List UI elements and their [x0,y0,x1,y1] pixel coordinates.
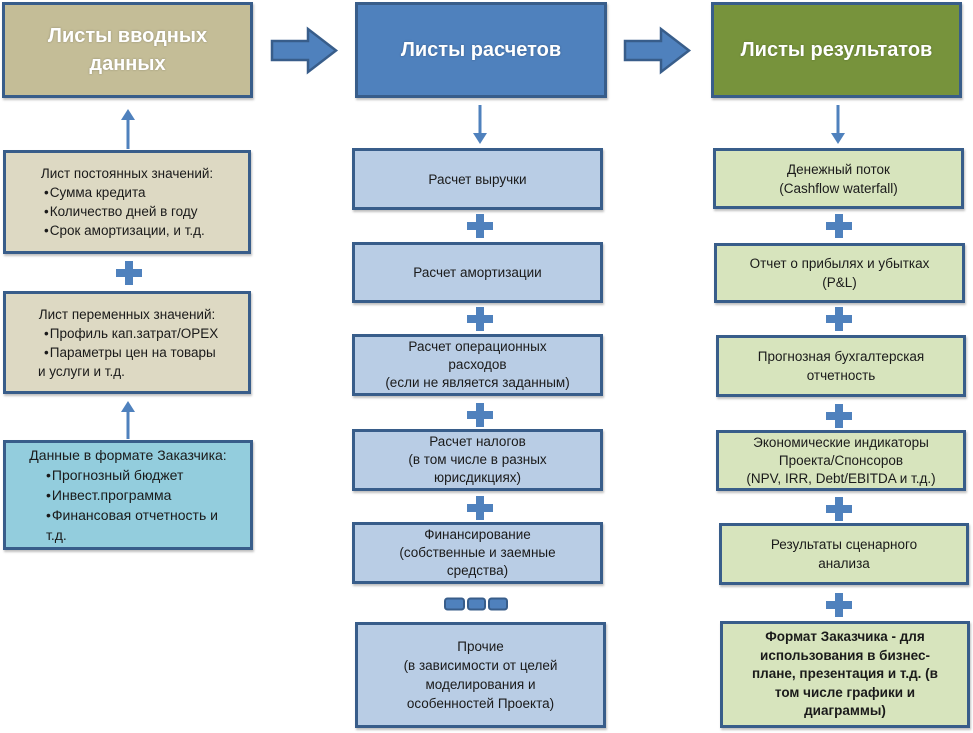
result-forecast-accounting-line-2: отчетность [806,368,876,383]
up-arrow-icon [121,401,135,439]
calc-taxes-line-2: (в том числе в разных [408,452,547,467]
calc-depreciation-label: Расчет амортизации [413,265,542,280]
variables-sheet-title: Лист переменных значений: [38,306,216,322]
calc-taxes-line-3: юрисдикциях) [433,470,522,485]
calc-financing-line-3: средства) [446,563,509,578]
plus-icon [826,214,852,238]
client-data-list-continuation: т.д. [46,527,67,543]
calc-sheets-header-label: Листы расчетов [400,39,562,61]
client-data-box: Данные в формате Заказчика: Прогнозный б… [3,440,253,550]
right-arrow-icon [623,26,692,75]
variables-list: Профиль кап.затрат/OPEX Параметры цен на… [6,324,219,362]
plus-icon [826,593,852,617]
list-item: Инвест.программа [46,485,218,505]
result-client-format-line-3: плане, презентация и т.д. (в [752,666,938,682]
result-economic-indicators-line-2: Проекта/Спонсоров [778,452,904,468]
calc-opex-box: Расчет операционных расходов (если не яв… [352,334,603,396]
down-arrow-icon [473,105,487,144]
result-economic-indicators-line-1: Экономические индикаторы [753,434,929,450]
list-item: Прогнозный бюджет [46,465,218,485]
list-item: Профиль кап.затрат/OPEX [44,324,219,343]
calc-revenue-label: Расчет выручки [428,171,527,187]
result-client-format-line-2: использования в бизнес- [760,647,930,663]
result-forecast-accounting-line-1: Прогнозная бухгалтерская [757,349,925,364]
result-scenario-analysis-box: Результаты сценарного анализа [719,523,969,585]
calc-other-line-4: особенностей Проекта) [406,696,555,711]
calc-financing-box: Финансирование (собственные и заемные ср… [352,522,603,584]
variables-sheet-box: Лист переменных значений: Профиль кап.за… [3,291,251,394]
result-client-format-box: Формат Заказчика - для использования в б… [720,621,970,728]
plus-icon [467,496,493,520]
constants-list: Сумма кредита Количество дней в году Сро… [6,183,205,240]
client-data-title: Данные в формате Заказчика: [29,447,227,463]
list-item: Количество дней в году [44,202,205,221]
calc-opex-line-3: (если не является заданным) [385,375,570,390]
result-economic-indicators-box: Экономические индикаторы Проекта/Спонсор… [716,430,966,491]
variables-list-continuation: и услуги и т.д. [38,363,125,379]
plus-icon [826,497,852,521]
down-arrow-icon [831,105,845,144]
calc-taxes-box: Расчет налогов (в том числе в разных юри… [352,429,603,491]
input-sheets-header-line-1: Листы вводных [47,25,208,47]
input-sheets-header: Листы вводных данных [2,2,253,98]
calc-other-line-1: Прочие [457,639,504,654]
calc-taxes-line-1: Расчет налогов [429,434,526,449]
plus-icon [467,403,493,427]
list-item: Сумма кредита [44,183,205,202]
calc-opex-line-2: расходов [448,357,507,372]
result-client-format-line-4: том числе графики и [774,684,916,700]
calc-depreciation-box: Расчет амортизации [352,242,603,303]
result-pnl-line-2: (P&L) [822,275,857,290]
result-cashflow-line-2: (Cashflow waterfall) [779,180,898,196]
calc-opex-line-1: Расчет операционных [408,339,547,354]
results-sheets-header: Листы результатов [711,2,962,98]
constants-sheet-title: Лист постоянных значений: [40,166,214,181]
calc-financing-line-1: Финансирование [424,527,531,542]
ellipsis-dashes-icon [444,597,508,611]
result-economic-indicators-line-3: (NPV, IRR, Debt/EBITDA и т.д.) [746,470,936,486]
constants-sheet-box: Лист постоянных значений: Сумма кредита … [3,150,251,254]
plus-icon [467,307,493,331]
result-forecast-accounting-box: Прогнозная бухгалтерская отчетность [716,335,966,397]
result-cashflow-line-1: Денежный поток [787,161,890,177]
list-item: Срок амортизации, и т.д. [44,221,205,240]
calc-sheets-header: Листы расчетов [355,2,607,98]
list-item: Параметры цен на товары [44,343,218,362]
result-client-format-line-1: Формат Заказчика - для [765,629,925,645]
result-scenario-analysis-line-1: Результаты сценарного [770,537,918,552]
result-pnl-box: Отчет о прибылях и убытках (P&L) [714,243,965,303]
calc-revenue-box: Расчет выручки [352,148,603,210]
up-arrow-icon [121,109,135,149]
calc-other-box: Прочие (в зависимости от целей моделиров… [355,622,606,728]
client-data-list: Прогнозный бюджет Инвест.программа Финан… [6,465,218,525]
calc-financing-line-2: (собственные и заемные [399,545,556,560]
input-sheets-header-line-2: данных [89,53,166,75]
right-arrow-icon [270,26,339,75]
list-item: Финансовая отчетность и [46,505,218,525]
plus-icon [116,261,142,285]
calc-other-line-2: (в зависимости от целей [403,658,558,673]
result-scenario-analysis-line-2: анализа [818,556,870,571]
result-pnl-line-1: Отчет о прибылях и убытках [749,256,930,271]
calc-other-line-3: моделирования и [425,677,536,692]
results-sheets-header-label: Листы результатов [740,39,933,61]
plus-icon [826,307,852,331]
plus-icon [826,404,852,428]
plus-icon [467,214,493,238]
result-cashflow-box: Денежный поток (Cashflow waterfall) [713,148,964,209]
result-client-format-line-5: диаграммы) [804,703,886,719]
